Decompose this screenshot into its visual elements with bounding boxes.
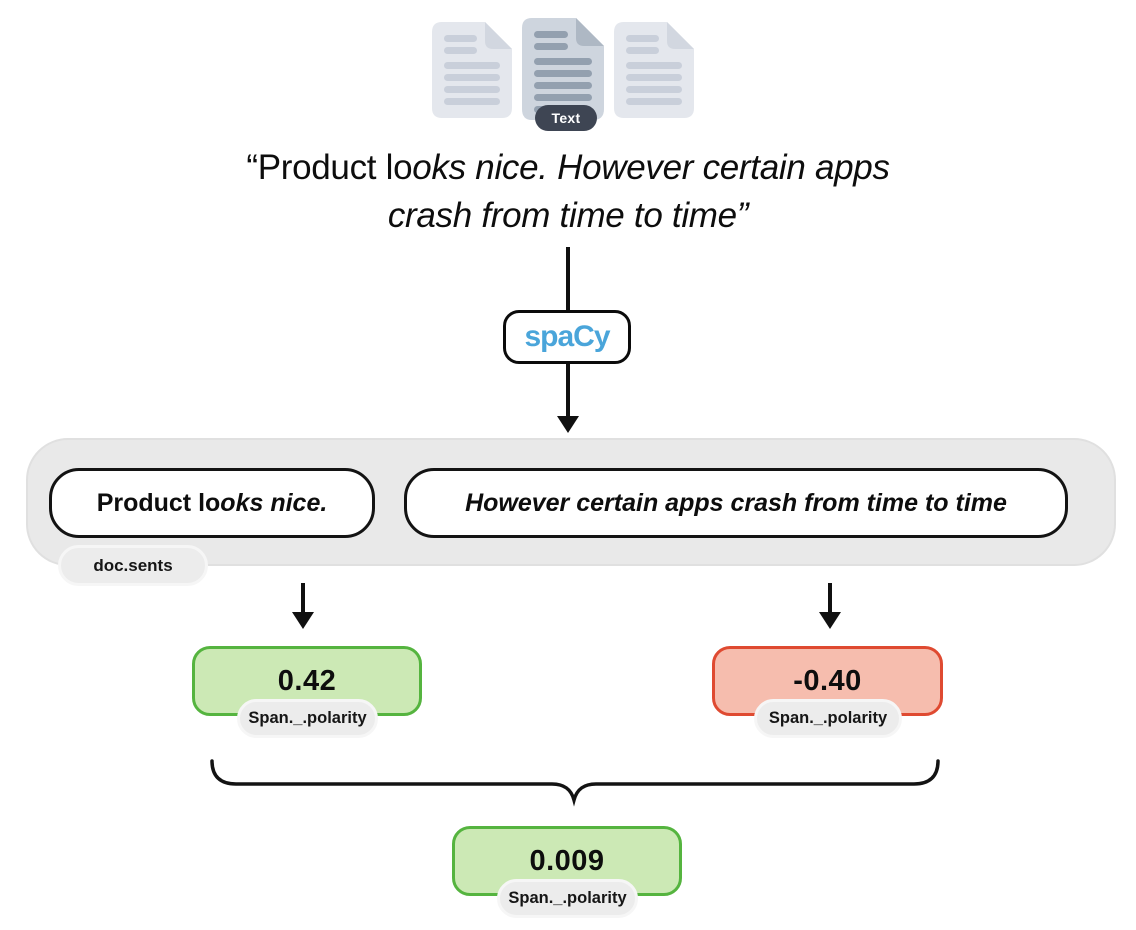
input-quote: “Product looks nice. However certain app… xyxy=(0,144,1136,240)
polarity-score-sentence1: 0.42 xyxy=(277,664,337,697)
arrow-sentence2-to-score-head xyxy=(819,612,841,629)
doc-sents-label: doc.sents xyxy=(93,555,173,575)
polarity-score-sentence2: -0.40 xyxy=(793,664,862,697)
arrow-spacy-to-sentences-line xyxy=(566,362,570,418)
polarity-attr-label-sentence1: Span._.polarity xyxy=(248,709,367,727)
document-icon-right xyxy=(614,22,694,123)
quote-regular-part: “Product lo xyxy=(246,148,413,187)
quote-italic-part-1: oks nice. However certain apps xyxy=(412,148,890,187)
polarity-attr-pill-combined: Span._.polarity xyxy=(497,879,638,918)
text-badge-label: Text xyxy=(551,110,581,126)
arrow-sentence2-to-score-line xyxy=(828,583,832,613)
sentence-1-italic: oks nice. xyxy=(220,488,328,517)
spacy-logo-text: spaCy xyxy=(524,320,610,353)
polarity-attr-label-combined: Span._.polarity xyxy=(508,889,627,907)
polarity-score-combined: 0.009 xyxy=(529,844,605,877)
spacy-logo-box: spaCy xyxy=(503,310,631,364)
text-badge: Text xyxy=(535,105,597,131)
doc-sents-pill: doc.sents xyxy=(58,545,208,586)
document-icon-left xyxy=(432,22,512,123)
arrow-spacy-to-sentences-head xyxy=(557,416,579,433)
arrow-quote-to-spacy-line xyxy=(566,247,570,313)
polarity-attr-label-sentence2: Span._.polarity xyxy=(768,709,888,727)
quote-italic-part-2: crash from time to time” xyxy=(387,196,749,235)
curly-brace xyxy=(210,759,940,807)
sentence-2-italic: However certain apps crash from time to … xyxy=(465,488,1007,517)
arrow-sentence1-to-score-line xyxy=(301,583,305,613)
sentence-1-regular: Product lo xyxy=(96,488,221,517)
sentence-box-2: However certain apps crash from time to … xyxy=(404,468,1068,538)
polarity-attr-pill-sentence1: Span._.polarity xyxy=(237,699,378,738)
arrow-sentence1-to-score-head xyxy=(292,612,314,629)
polarity-attr-pill-sentence2: Span._.polarity xyxy=(754,699,902,738)
